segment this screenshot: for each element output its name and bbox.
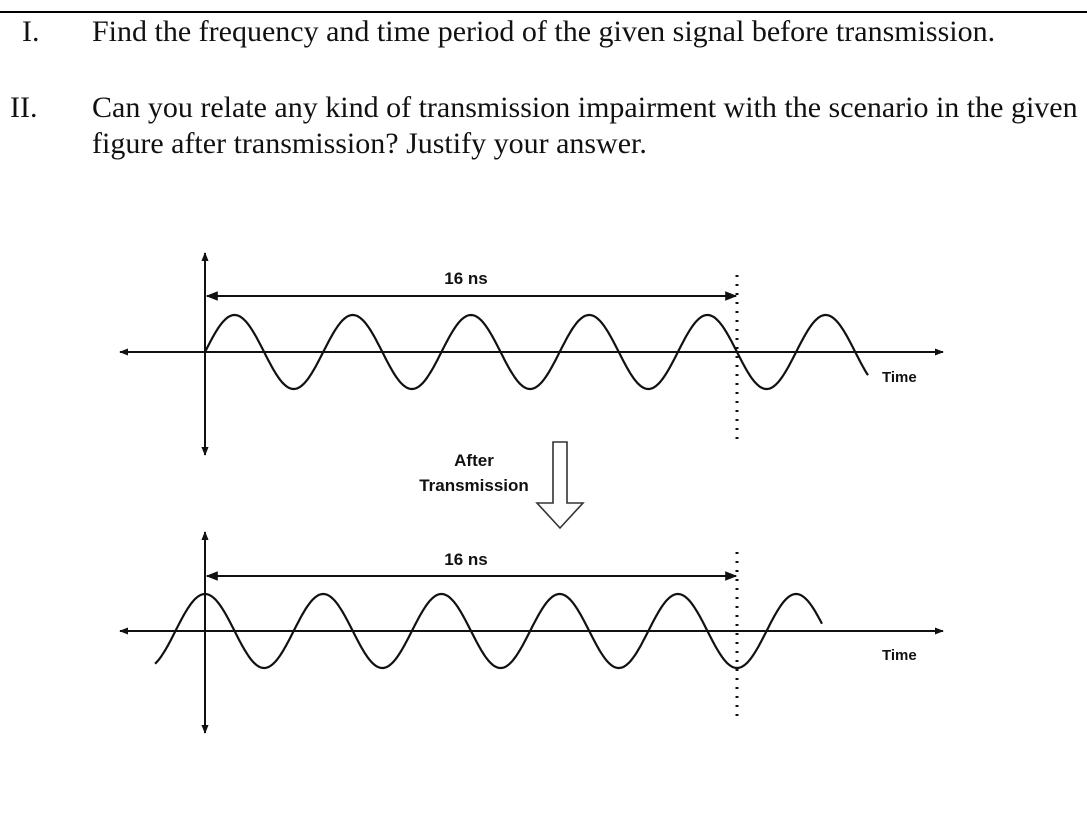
top-rule bbox=[0, 11, 1087, 13]
bottom-axis-label: Time bbox=[882, 647, 917, 664]
question-1-text: Find the frequency and time period of th… bbox=[92, 15, 996, 48]
transmission-label: Transmission bbox=[419, 476, 529, 495]
question-1-number: I. bbox=[22, 15, 40, 48]
bottom-sine-wave bbox=[154, 592, 823, 670]
after-transmission-indicator: After Transmission bbox=[419, 441, 585, 530]
question-2-number: II. bbox=[10, 91, 38, 124]
question-2: II. Can you relate any kind of transmiss… bbox=[10, 90, 1085, 170]
question-1: I. Find the frequency and time period of… bbox=[22, 14, 1082, 54]
question-2-text: Can you relate any kind of transmission … bbox=[92, 91, 1078, 160]
top-signal-panel: 16 ns Time bbox=[119, 252, 944, 456]
after-label: After bbox=[454, 451, 494, 470]
top-axis-label: Time bbox=[882, 369, 917, 386]
down-arrow-icon bbox=[535, 441, 585, 530]
bottom-signal-panel: 16 ns Time bbox=[119, 531, 944, 734]
bottom-duration-label: 16 ns bbox=[444, 550, 487, 569]
top-duration-label: 16 ns bbox=[444, 269, 487, 288]
top-sine-wave bbox=[204, 313, 869, 391]
